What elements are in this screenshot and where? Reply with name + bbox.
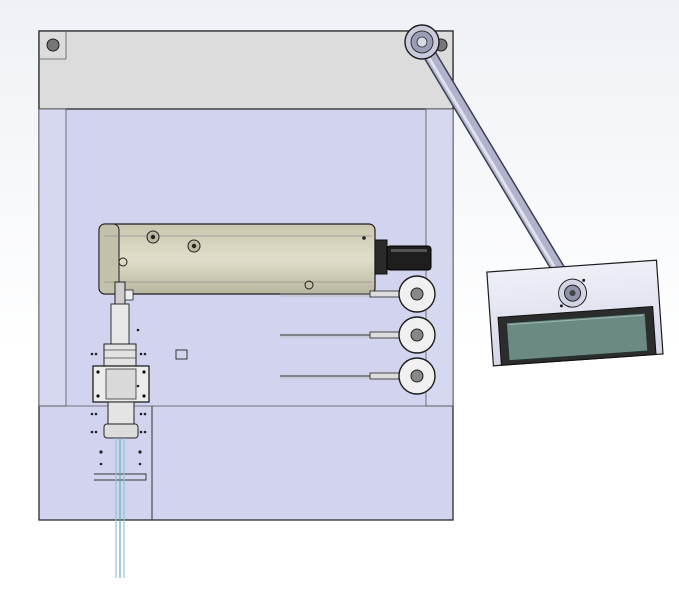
screw-icon [96,394,100,398]
probe-shaft [110,303,130,345]
left-rail [38,108,67,407]
rod-clamp [369,290,401,298]
hole-icon [118,257,128,267]
hole-icon [362,236,366,240]
motor-coupling [374,239,388,275]
rod-row [280,275,436,313]
rod-row [280,357,436,395]
probe-assembly [90,303,150,578]
arm-pivot-core [416,36,428,48]
fastener-dots [90,328,147,466]
pulley-hub [410,287,424,301]
monitor-arm [404,24,579,299]
monitor [486,259,664,367]
carriage-tab [124,289,134,301]
screen-glare [508,314,644,326]
rod-row [280,316,436,354]
probe-clamp-inner [105,368,137,400]
screw-icon [142,370,146,374]
rod-clamp [369,331,401,339]
small-square-marker [175,349,188,360]
arm-tube-highlight [418,41,572,295]
screw-icon [142,394,146,398]
probe-nozzle [103,423,139,439]
arm-tube-fill [416,36,578,298]
pulley-hub [410,369,424,383]
port-icon [150,234,156,240]
carriage-bracket [114,281,126,305]
screw-icon [96,370,100,374]
mount-hub-core [569,290,576,297]
probe-body [107,401,135,425]
port-icon [191,243,197,249]
rod-assembly [280,275,436,395]
monitor-screen [505,312,649,362]
linear-actuator [98,223,432,305]
probe-collar [103,343,137,367]
motor-highlight [391,249,427,252]
actuator-endcap [98,223,120,295]
hole-icon [304,280,314,290]
actuator-body [98,223,376,295]
mount-screw-icon [559,304,563,308]
enclosure-top-panel [38,30,454,110]
rod-clamp [369,372,401,380]
pulley-hub [410,328,424,342]
mount-screw-icon [582,278,586,282]
bolt-icon [46,38,60,52]
